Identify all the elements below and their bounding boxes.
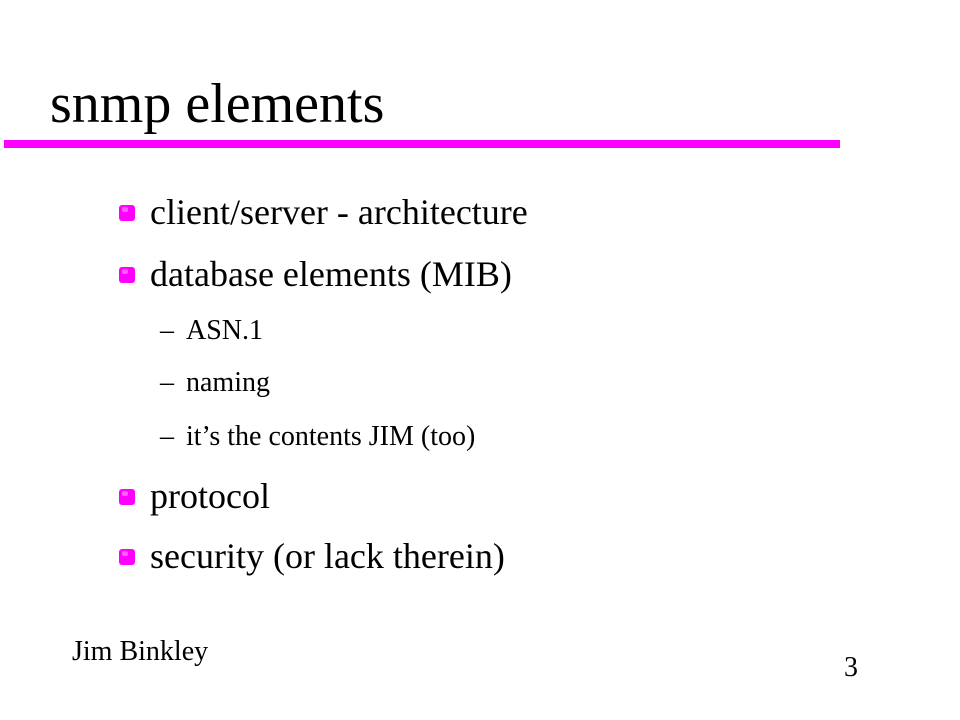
- bullet-label: client/server - architecture: [150, 192, 528, 232]
- sub-item-asn1: –ASN.1: [160, 314, 263, 348]
- sub-item-naming: –naming: [160, 366, 270, 400]
- sub-item-dash: –: [160, 315, 174, 346]
- sub-item-label: naming: [186, 367, 270, 398]
- sub-item-dash: –: [160, 367, 174, 398]
- slide-title: snmp elements: [50, 73, 385, 135]
- magenta-square-bullet-icon: [118, 266, 136, 284]
- sub-item-label: it’s the contents JIM (too): [186, 421, 476, 452]
- bullet-item-architecture: client/server - architecture: [118, 192, 528, 232]
- magenta-square-bullet-icon: [118, 204, 136, 222]
- magenta-square-bullet-icon: [118, 548, 136, 566]
- bullet-label: security (or lack therein): [150, 536, 505, 576]
- bullet-item-protocol: protocol: [118, 476, 270, 516]
- sub-item-contents: –it’s the contents JIM (too): [160, 420, 475, 454]
- bullet-item-security: security (or lack therein): [118, 536, 505, 576]
- sub-item-label: ASN.1: [186, 315, 264, 346]
- footer-author: Jim Binkley: [72, 636, 209, 667]
- bullet-label: protocol: [150, 476, 270, 516]
- magenta-square-bullet-icon: [118, 488, 136, 506]
- bullet-label: database elements (MIB): [150, 254, 512, 294]
- title-underline: [4, 140, 840, 148]
- slide-number: 3: [844, 652, 858, 683]
- sub-item-dash: –: [160, 421, 174, 452]
- bullet-item-database: database elements (MIB): [118, 254, 512, 294]
